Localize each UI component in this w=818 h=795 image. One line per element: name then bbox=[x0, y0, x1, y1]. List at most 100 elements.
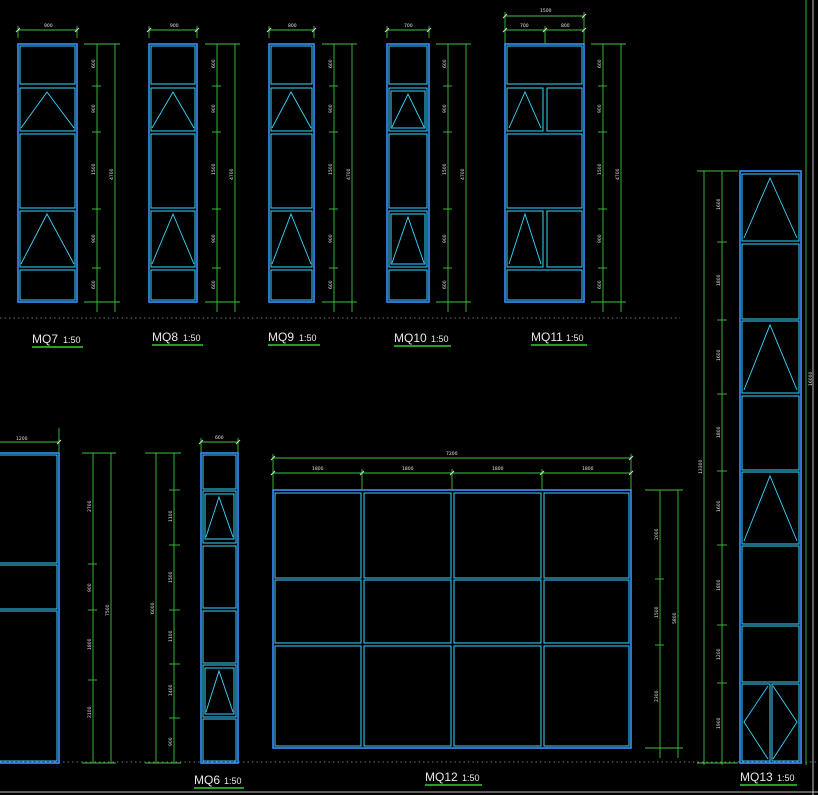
elevation-label-mq10: MQ10 bbox=[394, 331, 427, 345]
dim-text: 1800 bbox=[312, 466, 324, 472]
dim-text: 600 bbox=[597, 59, 603, 68]
dim-text: 1600 bbox=[716, 349, 722, 361]
elevation-scale-mq10: 1:50 bbox=[431, 334, 449, 344]
dim-text-total: 4700 bbox=[460, 168, 466, 180]
dim-text: 800 bbox=[561, 23, 570, 29]
dim-text: 700 bbox=[520, 23, 529, 29]
elevation-mq11: 1500 700 800 600 900 1500 900 600 4700 M… bbox=[502, 8, 626, 346]
dim-text: 900 bbox=[91, 104, 97, 113]
dim-text-total: 4700 bbox=[109, 168, 115, 180]
elevation-mq10: 700 600 900 1500 900 600 4700 MQ10 1:50 bbox=[384, 23, 471, 347]
elevation-label-mq8: MQ8 bbox=[152, 330, 178, 344]
dim-text-total: 13300 bbox=[698, 460, 704, 474]
dim-top-mq10 bbox=[384, 26, 432, 38]
dim-height-mq5 bbox=[82, 452, 116, 764]
window-frame bbox=[17, 43, 78, 303]
dim-text: 900 bbox=[328, 234, 334, 243]
elevation-mq12: 7200 1800 1800 1800 1800 2000 1500 2300 bbox=[270, 451, 683, 786]
dim-text: 900 bbox=[211, 104, 217, 113]
dim-text: 600 bbox=[442, 280, 448, 289]
dim-text: 1800 bbox=[716, 426, 722, 438]
dim-text-total: 4700 bbox=[346, 168, 352, 180]
dim-text: 1400 bbox=[168, 684, 174, 696]
dim-text: 1600 bbox=[716, 500, 722, 512]
window-frame bbox=[148, 43, 198, 303]
elevation-scale-mq8: 1:50 bbox=[183, 333, 201, 343]
dim-text-total: 6000 bbox=[150, 602, 156, 614]
dim-text: 900 bbox=[442, 104, 448, 113]
elevation-mq7: 900 600 900 1500 900 600 4700 MQ7 1:50 bbox=[15, 23, 120, 348]
dim-text: 600 bbox=[597, 280, 603, 289]
dim-height-mq8 bbox=[205, 43, 240, 312]
dim-height-mq7 bbox=[84, 43, 120, 312]
dim-text-total: 5800 bbox=[672, 612, 678, 624]
dim-text: 900 bbox=[597, 104, 603, 113]
dim-text: 1500 bbox=[442, 163, 448, 175]
dim-text: 900 bbox=[328, 104, 334, 113]
dim-text: 2300 bbox=[654, 690, 660, 702]
dim-text: 7200 bbox=[446, 451, 458, 457]
dim-text: 600 bbox=[328, 59, 334, 68]
elevation-scale-mq9: 1:50 bbox=[299, 333, 317, 343]
dim-text: 2700 bbox=[87, 500, 93, 512]
dim-text: 1100 bbox=[168, 630, 174, 642]
elevation-label-mq11: MQ11 bbox=[531, 330, 563, 344]
elevation-label-mq7: MQ7 bbox=[32, 332, 58, 346]
dim-text: 1800 bbox=[87, 638, 93, 650]
dim-top-mq8 bbox=[146, 26, 200, 38]
window-frame bbox=[386, 43, 430, 303]
dim-text-total: 4700 bbox=[229, 168, 235, 180]
dim-text: 900 bbox=[211, 234, 217, 243]
dim-text: 1500 bbox=[211, 163, 217, 175]
dim-text: 1900 bbox=[716, 717, 722, 729]
dim-text: 1800 bbox=[716, 579, 722, 591]
elevation-scale-mq6: 1:50 bbox=[224, 776, 242, 786]
dim-text: 1500 bbox=[597, 163, 603, 175]
dim-text: 600 bbox=[442, 59, 448, 68]
dim-text: 900 bbox=[597, 234, 603, 243]
dim-height-mq11 bbox=[591, 43, 626, 312]
elevation-mq5-partial: 1200 2700 900 1800 2100 7500 bbox=[0, 428, 116, 764]
elevation-mq8: 900 600 900 1500 900 600 4700 MQ8 1:50 bbox=[146, 23, 240, 346]
dim-text: 1800 bbox=[582, 466, 594, 472]
dim-height-mq12 bbox=[645, 489, 683, 758]
elevation-mq13: 1600 1800 1600 1800 1600 1800 1200 1900 … bbox=[697, 0, 814, 786]
dim-text: 900 bbox=[442, 234, 448, 243]
dim-text: 1200 bbox=[16, 436, 28, 442]
dim-text: 1500 bbox=[91, 163, 97, 175]
dim-top-mq12 bbox=[270, 454, 634, 490]
window-frame bbox=[504, 43, 585, 303]
dim-height-mq9 bbox=[322, 43, 357, 312]
dim-top-mq6 bbox=[198, 438, 241, 452]
dim-text: 900 bbox=[168, 737, 174, 746]
dim-height-mq13 bbox=[697, 0, 807, 765]
dim-text-overall: 16000 bbox=[808, 372, 814, 386]
dim-text: 800 bbox=[288, 23, 297, 29]
dim-top-mq5 bbox=[0, 428, 62, 452]
dim-text: 900 bbox=[44, 23, 53, 29]
dim-text: 2000 bbox=[654, 528, 660, 540]
dim-text: 1100 bbox=[168, 510, 174, 522]
elevation-scale-mq7: 1:50 bbox=[63, 335, 81, 345]
dim-top-mq7 bbox=[15, 26, 80, 38]
elevation-scale-mq11: 1:50 bbox=[566, 333, 584, 343]
elevation-label-mq6: MQ6 bbox=[194, 773, 220, 787]
elevation-mq6: 600 1100 1500 1100 1400 900 6000 MQ6 1:5… bbox=[145, 435, 244, 789]
dim-text: 700 bbox=[404, 23, 413, 29]
elevation-label-mq9: MQ9 bbox=[268, 330, 294, 344]
elevation-label-mq13: MQ13 bbox=[740, 770, 773, 784]
dim-height-mq6 bbox=[145, 452, 181, 764]
dim-text: 600 bbox=[91, 59, 97, 68]
dim-text: 1800 bbox=[716, 274, 722, 286]
dim-text: 600 bbox=[328, 280, 334, 289]
window-frame bbox=[739, 170, 802, 764]
dim-top-mq9 bbox=[266, 26, 317, 38]
dim-text-total: 7500 bbox=[105, 604, 111, 616]
dim-text: 600 bbox=[211, 59, 217, 68]
dim-text: 1200 bbox=[716, 648, 722, 660]
window-frame bbox=[272, 489, 632, 749]
dim-top-mq11 bbox=[502, 12, 587, 44]
dim-text: 600 bbox=[211, 280, 217, 289]
mq12-panes bbox=[274, 492, 630, 747]
